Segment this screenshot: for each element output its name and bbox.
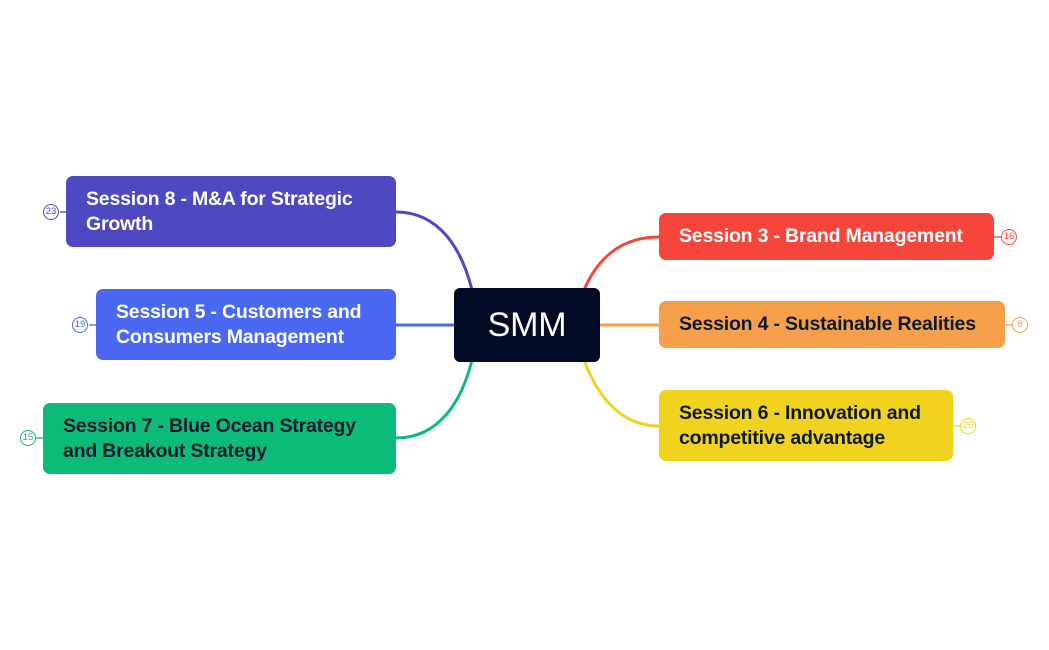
- topic-session-7-label: Session 7 - Blue Ocean Strategy and Brea…: [63, 414, 356, 462]
- collapsed-count-badge-s3[interactable]: 16: [1001, 229, 1017, 245]
- collapsed-count-badge-s6[interactable]: 26: [960, 418, 976, 434]
- topic-session-4-label: Session 4 - Sustainable Realities: [679, 313, 976, 335]
- topic-session-7[interactable]: Session 7 - Blue Ocean Strategy and Brea…: [43, 403, 396, 474]
- connector-s7: [395, 359, 474, 440]
- topic-session-3[interactable]: Session 3 - Brand Management: [659, 213, 994, 260]
- collapsed-count-badge-s7[interactable]: 15: [20, 430, 36, 446]
- connector-s8: [395, 210, 474, 291]
- topic-session-8-label: Session 8 - M&A for Strategic Growth: [86, 187, 353, 235]
- collapsed-count-badge-s4[interactable]: 8: [1012, 317, 1028, 333]
- topic-session-4[interactable]: Session 4 - Sustainable Realities: [659, 301, 1005, 348]
- topic-session-3-label: Session 3 - Brand Management: [679, 225, 963, 247]
- collapsed-count-badge-s5[interactable]: 19: [72, 317, 88, 333]
- topic-session-8[interactable]: Session 8 - M&A for Strategic Growth: [66, 176, 396, 247]
- topic-session-6[interactable]: Session 6 - Innovation and competitive a…: [659, 390, 953, 461]
- topic-session-6-label: Session 6 - Innovation and competitive a…: [679, 401, 921, 449]
- root-node[interactable]: SMM: [454, 288, 600, 362]
- collapsed-count-badge-s8[interactable]: 23: [43, 204, 59, 220]
- connector-s6: [582, 359, 660, 428]
- topic-session-5[interactable]: Session 5 - Customers and Consumers Mana…: [96, 289, 396, 360]
- topic-session-5-label: Session 5 - Customers and Consumers Mana…: [116, 300, 362, 348]
- connector-s3: [582, 235, 660, 291]
